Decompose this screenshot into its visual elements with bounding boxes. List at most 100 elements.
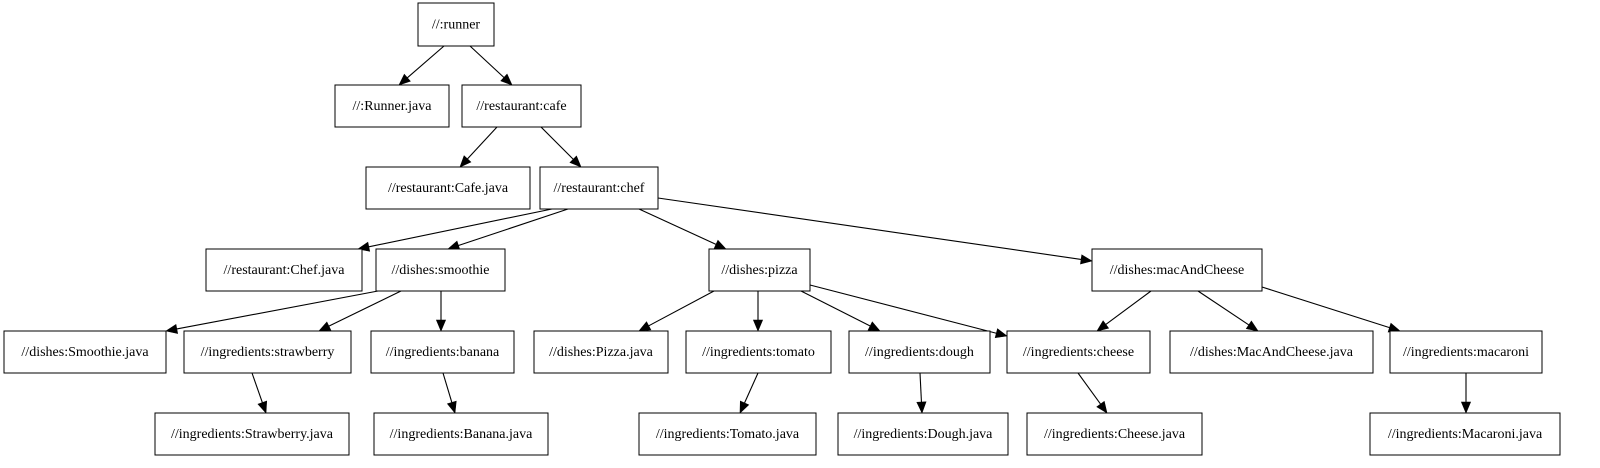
graph-node-mac_java[interactable]: //dishes:MacAndCheese.java [1169,330,1374,374]
node-label: //dishes:smoothie [392,263,490,278]
node-box[interactable] [848,330,991,374]
node-box[interactable] [1006,330,1151,374]
graph-node-ing_macaroni[interactable]: //ingredients:macaroni [1389,330,1543,374]
graph-node-restaurant_cafe[interactable]: //restaurant:cafe [461,84,582,128]
edge-arrowhead [752,319,764,332]
graph-edge [809,284,1008,339]
graph-edge [447,208,569,251]
edge-line [744,372,759,404]
node-box[interactable] [1091,248,1263,292]
node-box[interactable] [1026,412,1203,456]
node-box[interactable] [533,330,669,374]
graph-edge [638,290,715,332]
node-box[interactable] [154,412,350,456]
graph-node-runner_java[interactable]: //:Runner.java [334,84,450,128]
node-box[interactable] [417,2,495,47]
node-label: //restaurant:Chef.java [224,263,346,278]
graph-edge [459,126,498,168]
graph-edge [752,291,764,332]
edge-line [919,372,922,403]
graph-node-ing_banana[interactable]: //ingredients:banana [370,330,515,374]
node-box[interactable] [183,330,352,374]
node-box[interactable] [205,248,363,292]
edge-line [1197,290,1250,326]
node-box[interactable] [708,248,811,292]
edge-arrowhead [398,73,411,86]
node-box[interactable] [334,84,450,128]
graph-node-cafe_java[interactable]: //restaurant:Cafe.java [365,166,531,210]
graph-edge [435,291,447,332]
graph-node-banana_java[interactable]: //ingredients:Banana.java [373,412,549,456]
node-box[interactable] [1369,412,1561,456]
graph-node-ing_cheese[interactable]: //ingredients:cheese [1006,330,1151,374]
node-box[interactable] [837,412,1009,456]
graph-edge [638,208,727,250]
graph-node-cheese_java[interactable]: //ingredients:Cheese.java [1026,412,1203,456]
node-box[interactable] [3,330,167,374]
graph-node-smoothie_java[interactable]: //dishes:Smoothie.java [3,330,167,374]
node-box[interactable] [373,412,549,456]
node-label: //restaurant:cafe [476,99,566,114]
graph-edge [469,45,513,86]
node-box[interactable] [1389,330,1543,374]
graph-edge [251,372,268,414]
graph-node-dishes_mac[interactable]: //dishes:macAndCheese [1091,248,1263,292]
node-label: //ingredients:Dough.java [854,427,994,442]
node-label: //ingredients:Cheese.java [1044,427,1186,442]
graph-edge [1077,372,1108,414]
graph-node-runner[interactable]: //:runner [417,2,495,47]
graph-edge [916,372,927,414]
graph-edge [800,290,881,332]
edge-line [638,208,717,245]
node-label: //dishes:macAndCheese [1110,263,1245,278]
graph-node-tomato_java[interactable]: //ingredients:Tomato.java [638,412,817,456]
graph-nodes-layer: //:runner //:Runner.java //restaurant:cafe… [3,2,1561,456]
node-box[interactable] [375,248,506,292]
graph-node-ing_dough[interactable]: //ingredients:dough [848,330,991,374]
graph-node-restaurant_chef[interactable]: //restaurant:chef [539,166,659,210]
graph-node-pizza_java[interactable]: //dishes:Pizza.java [533,330,669,374]
edge-line [406,45,445,79]
node-label: //ingredients:macaroni [1403,345,1529,360]
edge-arrowhead [500,73,513,86]
graph-edge [442,372,457,414]
graph-node-ing_tomato[interactable]: //ingredients:tomato [685,330,832,374]
node-label: //ingredients:banana [386,345,500,360]
graph-edge [1460,373,1472,414]
edge-line [1261,286,1390,329]
edge-line [458,208,569,247]
edge-line [657,197,1082,260]
node-box[interactable] [638,412,817,456]
edge-line [442,372,453,403]
graph-node-dishes_pizza[interactable]: //dishes:pizza [708,248,811,292]
node-label: //ingredients:cheese [1023,345,1134,360]
node-label: //ingredients:tomato [702,345,815,360]
node-box[interactable] [685,330,832,374]
graph-node-dough_java[interactable]: //ingredients:Dough.java [837,412,1009,456]
node-box[interactable] [539,166,659,210]
graph-node-strawberry_java[interactable]: //ingredients:Strawberry.java [154,412,350,456]
graph-node-ing_strawberry[interactable]: //ingredients:strawberry [183,330,352,374]
node-label: //ingredients:Banana.java [390,427,533,442]
edge-line [1077,372,1101,405]
node-box[interactable] [461,84,582,128]
edge-arrowhead [1096,320,1110,332]
edge-arrowhead [446,400,457,414]
edge-arrowhead [916,401,927,414]
node-box[interactable] [1169,330,1374,374]
edge-line [328,290,402,327]
graph-node-macaroni_java[interactable]: //ingredients:Macaroni.java [1369,412,1561,456]
edge-line [1105,290,1152,325]
node-label: //ingredients:Macaroni.java [1388,427,1543,442]
graph-node-dishes_smoothie[interactable]: //dishes:smoothie [375,248,506,292]
node-label: //ingredients:Strawberry.java [171,427,334,442]
edge-arrowhead [459,155,472,168]
graph-node-chef_java[interactable]: //restaurant:Chef.java [205,248,363,292]
node-box[interactable] [365,166,531,210]
edge-arrowhead [638,321,652,332]
node-box[interactable] [370,330,515,374]
edge-arrowhead [569,155,582,168]
graph-edge [1197,290,1259,332]
